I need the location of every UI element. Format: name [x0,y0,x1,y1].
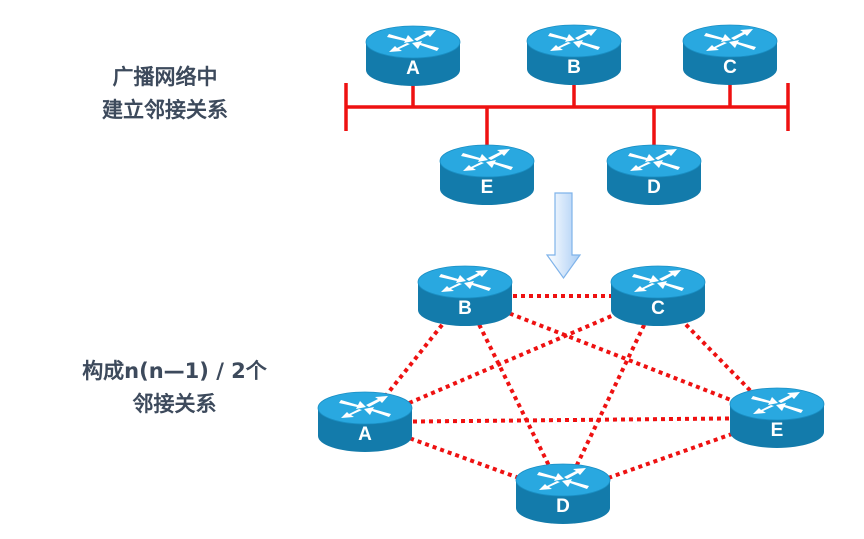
router-bus-a: A [365,25,461,86]
router-label: C [651,298,665,319]
router-arrows-icon [751,392,803,414]
router-label: E [771,420,784,441]
router-label: B [567,57,581,78]
router-arrows-icon [632,270,684,292]
adjacency-link-a-e [364,416,778,424]
router-label: A [406,58,420,79]
router-mesh-e: E [729,387,825,448]
router-bus-d: D [606,144,702,205]
caption-mesh-line2: 邻接关系 [132,392,217,416]
adjacency-link-c-d [561,295,660,495]
adjacency-link-a-c [364,294,659,424]
down-arrow-icon [545,192,582,280]
router-bus-c: C [682,24,778,85]
router-arrows-icon [439,270,491,292]
router-bus-e: E [439,144,535,205]
router-arrows-icon [339,396,391,418]
caption-mesh: 构成n(n—1) / 2个 邻接关系 [52,355,297,421]
router-bus-b: B [526,24,622,85]
router-label: B [458,298,472,319]
router-mesh-c: C [610,265,706,326]
router-arrows-icon [704,29,756,51]
caption-mesh-line1: 构成n(n—1) / 2个 [82,359,267,383]
caption-broadcast-line1: 广播网络中 [112,65,218,89]
router-label: D [556,496,570,517]
adjacency-link-b-d [463,295,565,495]
router-arrows-icon [537,468,589,490]
adjacency-link-d-e [562,416,778,496]
router-label: A [358,424,372,445]
router-arrows-icon [548,29,600,51]
router-label: C [723,57,737,78]
router-arrows-icon [461,149,513,171]
router-mesh-d: D [515,463,611,524]
routers: A B C E D B C A E D [317,24,825,524]
router-arrows-icon [628,149,680,171]
router-label: D [647,177,661,198]
router-label: E [481,177,494,198]
caption-broadcast-line2: 建立邻接关系 [102,98,228,122]
router-mesh-a: A [317,391,413,452]
broadcast-bus [344,79,790,147]
router-arrows-icon [387,30,439,52]
router-mesh-b: B [417,265,513,326]
caption-broadcast: 广播网络中 建立邻接关系 [80,61,250,127]
